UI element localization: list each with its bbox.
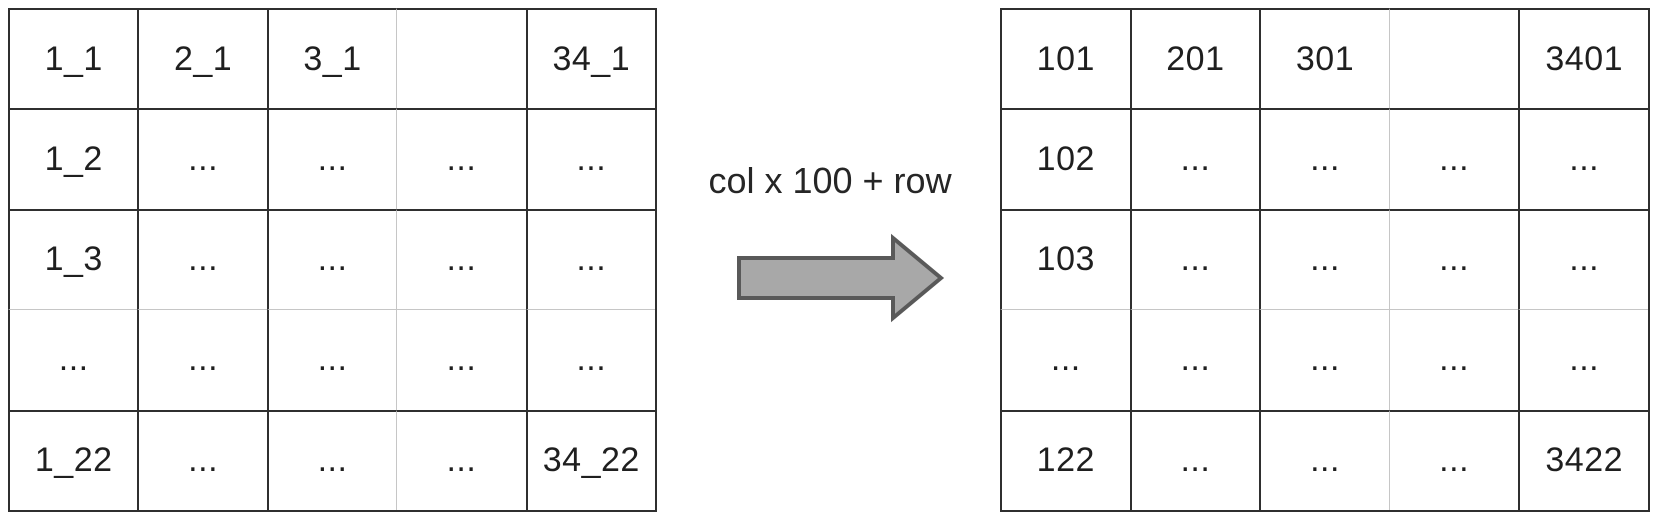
table-cell: 3401 (1518, 8, 1648, 109)
table-cell: ... (525, 309, 655, 410)
right-arrow-icon (737, 233, 945, 323)
table-cell: ... (396, 409, 526, 510)
table-cell: 3422 (1518, 409, 1648, 510)
table-cell: 201 (1129, 8, 1260, 109)
table-cell: ... (1388, 108, 1519, 209)
table-cell: ... (1129, 409, 1260, 510)
table-cell: ... (1000, 309, 1130, 410)
table-cell: 34_22 (525, 409, 655, 510)
transform-label: col x 100 + row (708, 160, 952, 201)
table-cell: ... (396, 208, 526, 310)
table-cell: 1_22 (8, 409, 138, 510)
table-cell: 1_2 (8, 108, 138, 209)
table-cell: ... (1259, 309, 1389, 410)
table-cell: ... (396, 309, 526, 410)
table-cell: ... (1129, 309, 1260, 410)
table-cell: 301 (1259, 8, 1389, 109)
table-cell: ... (137, 409, 267, 510)
table-cell: ... (525, 108, 655, 209)
table-cell: 122 (1000, 409, 1130, 510)
table-cell: 2_1 (137, 8, 267, 109)
table-cell: ... (1129, 208, 1260, 310)
table-cell: ... (1259, 208, 1389, 310)
table-cell: ... (1518, 208, 1648, 310)
table-cell: ... (1388, 409, 1519, 510)
table-cell: 103 (1000, 208, 1130, 310)
table-cell: ... (1388, 208, 1519, 310)
table-cell: 1_1 (8, 8, 138, 109)
table-cell: 102 (1000, 108, 1130, 209)
table-cell: 1_3 (8, 208, 138, 310)
table-cell: 3_1 (266, 8, 397, 109)
left-table: 1_1 2_1 3_1 34_1 1_2 ... ... ... ... 1_3… (8, 8, 657, 512)
table-cell: ... (137, 309, 267, 410)
table-cell: ... (1129, 108, 1260, 209)
table-cell (396, 8, 526, 109)
table-cell: ... (266, 108, 397, 209)
table-cell: ... (266, 208, 397, 310)
table-cell: ... (1518, 309, 1648, 410)
table-cell: ... (137, 108, 267, 209)
right-table: 101 201 301 3401 102 ... ... ... ... 103… (1000, 8, 1650, 512)
table-cell: ... (1388, 309, 1519, 410)
table-cell: 101 (1000, 8, 1130, 109)
table-cell: ... (1259, 108, 1389, 209)
table-cell: 34_1 (525, 8, 655, 109)
table-cell: ... (137, 208, 267, 310)
table-cell: ... (1518, 108, 1648, 209)
table-cell: ... (266, 409, 397, 510)
table-cell: ... (525, 208, 655, 310)
table-cell (1388, 8, 1519, 109)
table-cell: ... (266, 309, 397, 410)
table-cell: ... (8, 309, 138, 410)
table-cell: ... (1259, 409, 1389, 510)
table-cell: ... (396, 108, 526, 209)
